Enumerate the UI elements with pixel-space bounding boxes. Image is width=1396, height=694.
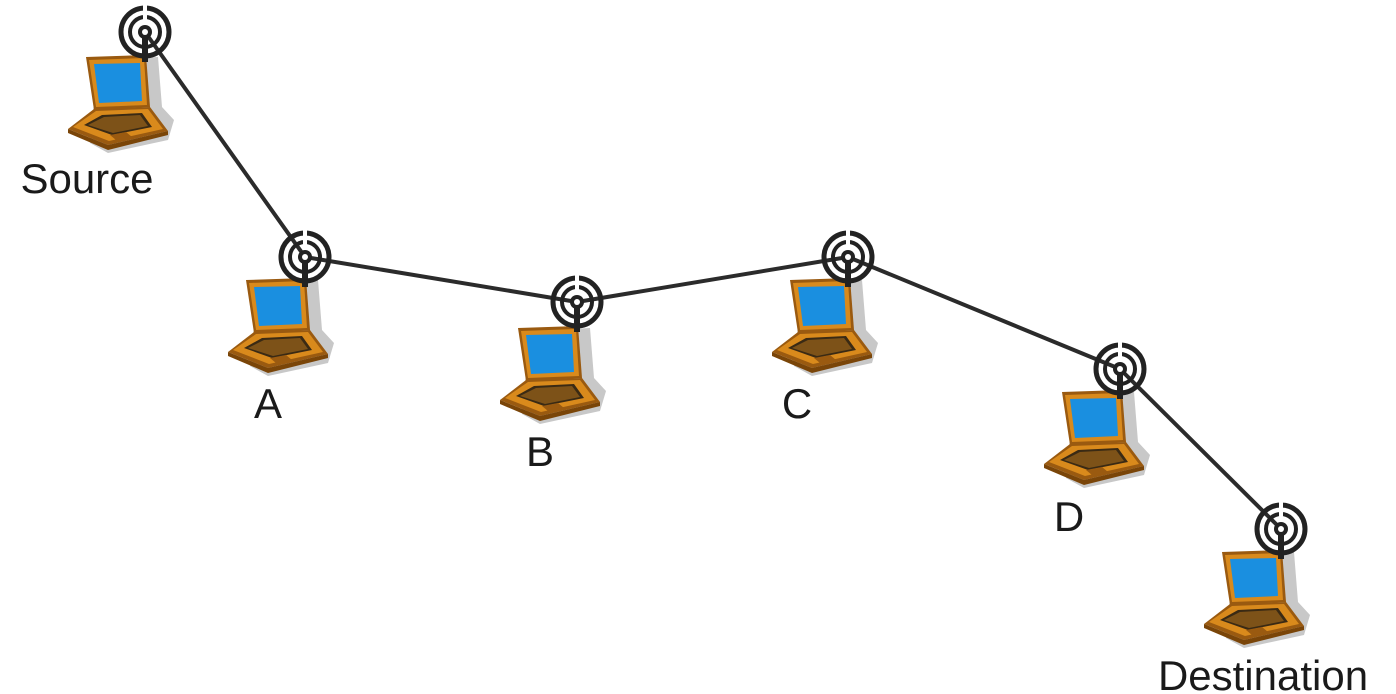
wireless-antenna-icon xyxy=(1096,342,1144,399)
node-label-destination: Destination xyxy=(1158,652,1368,694)
node-label-a: A xyxy=(254,380,282,427)
node-label-source: Source xyxy=(20,155,153,202)
node-a: A xyxy=(228,230,334,427)
wireless-antenna-icon xyxy=(553,275,601,332)
wireless-antenna-icon xyxy=(281,230,329,287)
link-source-to-a xyxy=(143,30,307,259)
wireless-antenna-icon xyxy=(1257,502,1305,559)
link-b-to-c xyxy=(575,255,850,304)
links-layer xyxy=(143,30,1283,531)
node-b: B xyxy=(500,275,606,475)
laptop-icon xyxy=(1044,390,1150,488)
node-source: Source xyxy=(20,5,174,202)
node-c: C xyxy=(772,230,878,427)
node-destination: Destination xyxy=(1158,502,1368,694)
link-c-to-d xyxy=(846,255,1122,371)
laptop-icon xyxy=(68,55,174,153)
laptop-icon xyxy=(772,278,878,376)
laptop-icon xyxy=(1204,550,1310,648)
node-label-c: C xyxy=(782,380,812,427)
link-a-to-b xyxy=(303,255,579,304)
wireless-antenna-icon xyxy=(824,230,872,287)
node-d: D xyxy=(1044,342,1150,540)
node-label-d: D xyxy=(1054,493,1084,540)
laptop-icon xyxy=(500,326,606,424)
link-d-to-destination xyxy=(1118,367,1283,531)
laptop-icon xyxy=(228,278,334,376)
node-label-b: B xyxy=(526,428,554,475)
